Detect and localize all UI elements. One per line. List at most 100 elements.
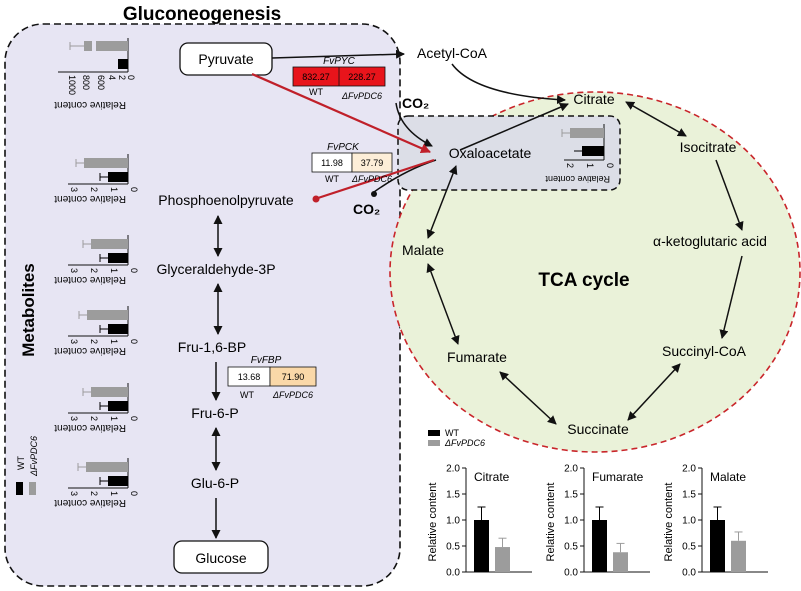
- node-g6p: Glu-6-P: [191, 475, 239, 491]
- mini-bar-wt: [118, 59, 128, 69]
- node-oxaloacetate: Oxaloacetate: [449, 145, 532, 161]
- panel-title: Gluconeogenesis: [123, 4, 281, 25]
- y-tick-label: 2.0: [682, 464, 696, 475]
- mini-tick-label: 3: [69, 491, 79, 496]
- node-pyruvate: Pyruvate: [198, 51, 253, 67]
- y-tick-label: 0.5: [564, 542, 578, 553]
- mini-tick-label: 0: [605, 163, 615, 168]
- enzyme-pyc-mut-label: ΔFvPDC6: [341, 91, 382, 101]
- mini-label: Relative content: [54, 497, 126, 508]
- node-isocitrate: Isocitrate: [680, 139, 737, 155]
- mini-tick-label: 2: [117, 75, 127, 80]
- enzyme-fbp-wt-label: WT: [240, 390, 254, 400]
- mini-tick-label: 1: [585, 163, 595, 168]
- node-akg: α-ketoglutaric acid: [653, 233, 767, 249]
- enzyme-pyc-mut-value: 228.27: [348, 72, 376, 82]
- chart-title: Citrate: [474, 470, 510, 484]
- enzyme-pck-wt-label: WT: [325, 174, 339, 184]
- mini-bar-mutant: [91, 387, 128, 397]
- red-arrow-pyruvate-oaa: [251, 72, 431, 154]
- mini-tick-label: 2: [89, 187, 99, 192]
- node-fbp: Fru-1,6-BP: [178, 339, 246, 355]
- mini-bar-wt: [108, 172, 128, 182]
- mini-tick-label: 0: [129, 491, 139, 496]
- glucose-box: [173, 540, 269, 574]
- enzyme-pck-mut-label: ΔFvPDC6: [351, 174, 392, 184]
- arrow-malate-oaa: [426, 165, 458, 239]
- y-tick-label: 1.5: [564, 490, 578, 501]
- bar-wt: [592, 520, 607, 572]
- bar-wt: [710, 520, 725, 572]
- arrow-akg-succoa: [719, 255, 743, 339]
- y-axis-label: Relative content: [663, 483, 675, 562]
- mini-bar-mutant-broken: [84, 41, 92, 51]
- legend-wt: WT: [445, 428, 459, 438]
- mini-tick-label: 2: [89, 268, 99, 273]
- y-tick-label: 1.0: [446, 516, 460, 527]
- legend-wt-rotated: WT: [16, 456, 26, 470]
- mini-tick-label: 3: [69, 339, 79, 344]
- enzyme-fbp-box-mut: [269, 366, 317, 387]
- mini-bar-mutant: [570, 128, 604, 138]
- enzyme-fbp-mut-value: 71.90: [282, 372, 305, 382]
- enzyme-pyc-name: FvPYC: [323, 56, 355, 67]
- node-g3p: Glyceraldehyde-3P: [156, 261, 275, 277]
- arrow-acetyl-citrate: [451, 63, 566, 105]
- mini-bar-mutant: [91, 239, 128, 249]
- mini-tick-label: 1: [109, 187, 119, 192]
- mini-bar-wt: [108, 401, 128, 411]
- arrow-citrate-isocitrate: [625, 101, 687, 137]
- mini-label: Relative content: [54, 274, 126, 285]
- mini-tick-label: 2: [89, 416, 99, 421]
- enzyme-pyc-wt-label: WT: [309, 87, 323, 97]
- mini-tick-label: 3: [69, 268, 79, 273]
- enzyme-fbp-mut-label: ΔFvPDC6: [272, 390, 313, 400]
- y-tick-label: 1.0: [682, 516, 696, 527]
- mini-tick-label: 0: [129, 416, 139, 421]
- enzyme-pck-box-mut: [351, 152, 393, 173]
- mini-label: Relative content: [54, 345, 126, 356]
- enzyme-pyc-wt-value: 832.27: [302, 72, 330, 82]
- mini-tick-label: 2: [89, 491, 99, 496]
- node-citrate: Citrate: [573, 91, 614, 107]
- mini-label: Relative content: [54, 99, 126, 110]
- mini-tick-label: 3: [69, 416, 79, 421]
- node-glucose: Glucose: [195, 550, 247, 566]
- mini-tick-label: 1: [109, 339, 119, 344]
- y-tick-label: 0.0: [446, 568, 460, 579]
- arrow-succoa-succinate: [627, 363, 681, 421]
- arrow-isocitrate-akg: [715, 159, 744, 231]
- y-tick-label: 2.0: [446, 464, 460, 475]
- mini-bar-wt: [108, 253, 128, 263]
- pyruvate-box: [179, 42, 273, 76]
- metabolites-label: Metabolites: [19, 263, 38, 357]
- bar-mutant: [613, 552, 628, 572]
- y-tick-label: 0.5: [446, 542, 460, 553]
- mini-label: Relative content: [545, 174, 610, 184]
- mini-bar-mutant: [84, 158, 128, 168]
- enzyme-pck-name: FvPCK: [327, 142, 360, 153]
- mini-tick-label: 1: [109, 416, 119, 421]
- arrow-oaa-citrate: [459, 102, 569, 151]
- red-arrow-pep-dot: [312, 195, 320, 203]
- node-fumarate: Fumarate: [447, 349, 507, 365]
- tca-cycle-label: TCA cycle: [538, 270, 629, 291]
- co2-bottom-dot: [371, 191, 377, 197]
- enzyme-fbp-name: FvFBP: [251, 355, 282, 366]
- y-tick-label: 0.5: [682, 542, 696, 553]
- mini-tick-label: 3: [69, 187, 79, 192]
- mini-tick-label: 4: [107, 75, 117, 80]
- enzyme-pck-mut-value: 37.79: [361, 158, 384, 168]
- rotated-legend: WT ΔFvPDC6: [16, 436, 39, 495]
- y-tick-label: 1.0: [564, 516, 578, 527]
- y-tick-label: 0.0: [682, 568, 696, 579]
- chart-title: Fumarate: [592, 470, 644, 484]
